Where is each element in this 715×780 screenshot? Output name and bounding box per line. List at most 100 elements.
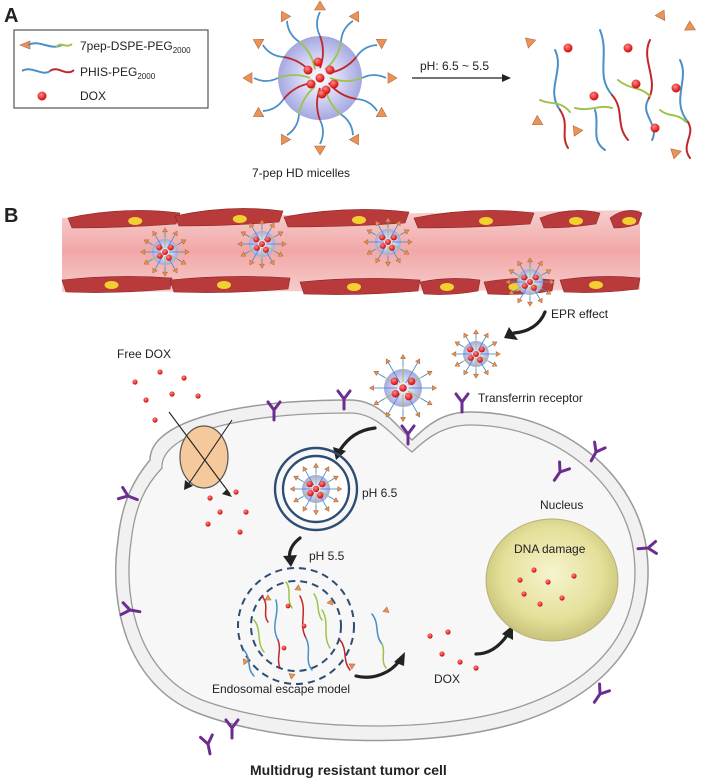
endosome <box>237 567 355 685</box>
dox-dot <box>243 509 249 515</box>
dox-dot <box>312 485 320 493</box>
endothelial-nucleus <box>232 215 247 223</box>
peptide-triangle <box>403 229 410 235</box>
micelle-chain <box>512 288 518 293</box>
micelle-chain <box>268 226 273 232</box>
micelle-chain <box>519 294 524 300</box>
peptide-triangle <box>288 673 296 680</box>
micelle-chain <box>244 250 250 255</box>
dox-dot <box>467 354 474 361</box>
transferrin-receptor-icon <box>336 389 352 411</box>
escaped-chain <box>305 637 313 671</box>
peptide-triangle <box>385 358 391 365</box>
peptide-triangle <box>382 606 390 613</box>
ph65-label: pH 6.5 <box>362 486 398 500</box>
escaped-chain <box>299 595 307 639</box>
peptide-triangle <box>670 148 682 160</box>
dox-dot <box>325 65 335 75</box>
dox-dot <box>207 495 213 501</box>
dox-dot <box>473 351 479 357</box>
free-chain <box>553 49 561 111</box>
dox-dot <box>156 244 163 251</box>
micelle-chain <box>304 469 309 476</box>
dox-dot <box>439 651 445 657</box>
micelle-chain <box>387 405 393 414</box>
dox-dot <box>623 43 633 53</box>
peptide-triangle <box>463 332 469 339</box>
micelle-chain <box>392 369 401 384</box>
peptide-triangle <box>654 9 666 21</box>
cell-title: Multidrug resistant tumor cell <box>250 762 447 778</box>
micelle-outer-chain <box>355 44 378 58</box>
peptide-triangle <box>337 486 343 492</box>
dox-dot <box>390 377 399 386</box>
dox-dot <box>306 480 313 488</box>
nucleus-label: Nucleus <box>540 498 583 512</box>
dox-dot <box>390 234 397 241</box>
dox-dot <box>169 391 175 397</box>
endothelial-nucleus <box>347 283 361 291</box>
dox-dot <box>404 392 413 401</box>
peptide-triangle <box>293 497 299 503</box>
micelle-chain <box>420 398 429 404</box>
dox-dot <box>537 601 543 607</box>
micelle-chain <box>296 496 303 501</box>
dox-dot <box>319 480 326 488</box>
dox-dot <box>329 79 339 89</box>
peptide-triangle <box>537 260 543 267</box>
micelle-chain <box>512 271 518 276</box>
peptide-triangle <box>473 329 479 335</box>
dox-dot <box>407 377 416 386</box>
dox-dot <box>152 417 158 423</box>
peptide-triangle <box>242 658 250 666</box>
micelle-chain <box>391 243 401 250</box>
micelle-chain <box>468 341 475 351</box>
peptide-triangle <box>314 145 326 156</box>
legend-phis-text: PHIS-PEG2000 <box>80 65 156 81</box>
micelle-chain <box>157 239 164 249</box>
escaped-chains <box>242 581 390 680</box>
ph-arrow <box>412 74 511 82</box>
peptide-triangle <box>172 267 178 274</box>
micelle-chain <box>263 231 270 241</box>
escaped-chain <box>381 643 387 669</box>
micelle-chain <box>166 239 173 249</box>
peptide-triangle <box>505 279 511 285</box>
dox-dot <box>143 397 149 403</box>
tumor-cell <box>114 399 649 742</box>
peptide-triangle <box>483 332 489 339</box>
dox-dot <box>233 489 239 495</box>
escaped-chain <box>243 649 255 677</box>
dox-dot <box>156 252 163 259</box>
peptide-triangle <box>473 373 479 379</box>
dox-dot <box>285 603 291 609</box>
peptide-triangle <box>281 133 292 146</box>
dox-dot <box>545 579 551 585</box>
micelle-chain <box>420 372 429 378</box>
escaped-chain <box>277 639 281 669</box>
dox-dot <box>391 389 400 398</box>
peptide-triangle <box>172 230 178 237</box>
peptide-triangle <box>152 267 158 274</box>
micelle-chain <box>542 288 548 293</box>
dox-dot <box>205 521 211 527</box>
transferrin-receptor-icon <box>454 392 470 414</box>
free-chain <box>659 109 687 123</box>
panel-b-label: B <box>4 205 18 227</box>
dox-dot <box>445 629 451 635</box>
peptide-triangle <box>294 584 302 591</box>
peptide-triangle <box>537 297 543 304</box>
dox-dot <box>157 369 163 375</box>
peptide-triangle <box>375 106 388 117</box>
micelle-chain <box>413 405 419 414</box>
dox-dot <box>195 393 201 399</box>
peptide-triangle <box>373 370 380 376</box>
transferrin-receptor-icon <box>552 460 571 482</box>
free-chain <box>645 99 655 141</box>
peptide-triangle <box>375 220 381 227</box>
micelle-outer-chain <box>286 20 300 43</box>
peptide-triangle <box>143 259 150 265</box>
peptide-triangle <box>249 222 255 229</box>
peptide-triangle <box>333 497 339 503</box>
micelle-outer-chain <box>356 98 378 112</box>
